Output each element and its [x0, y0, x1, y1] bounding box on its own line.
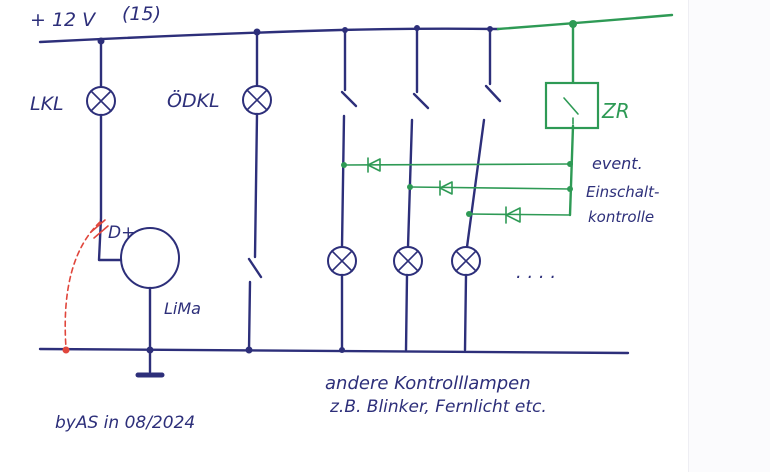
lamp-branch2	[393, 246, 423, 276]
label-signature: byAS in 08/2024	[55, 413, 195, 433]
node-branch1-ground	[339, 347, 345, 353]
label-event-1: event.	[592, 154, 643, 173]
lamp-odkl	[242, 85, 272, 115]
lamp-branch3	[451, 246, 481, 276]
diode-1	[367, 157, 381, 173]
label-terminal: (15)	[122, 3, 161, 25]
wire-branch2-mid	[406, 118, 414, 249]
red-hatch	[90, 219, 109, 239]
wire-branch3-mid	[465, 118, 486, 249]
ground-rail	[38, 347, 630, 355]
switch-branch1	[340, 90, 358, 108]
wire-odkl-bottom	[247, 280, 252, 352]
red-dashed-wire	[64, 221, 101, 349]
label-odkl: ÖDKL	[167, 89, 220, 112]
wire-branch3-bottom	[463, 273, 468, 352]
label-others-1: andere Kontrolllampen	[325, 373, 531, 394]
label-lkl: LKL	[30, 93, 64, 115]
lamp-lkl	[86, 86, 116, 116]
supply-rail-green	[496, 13, 674, 31]
node-feedback-2-right	[567, 186, 573, 192]
label-dplus: D+	[108, 223, 135, 243]
diode-2	[439, 180, 453, 196]
node-odkl-ground	[245, 346, 253, 354]
paper-edge	[688, 0, 770, 472]
label-lima: LiMa	[164, 299, 201, 318]
switch-branch2	[412, 92, 430, 110]
wire-lkl-down	[97, 113, 122, 262]
wire-odkl-mid	[253, 112, 259, 259]
feedback-line-1	[343, 163, 571, 166]
node-feedback-2	[407, 184, 413, 190]
diode-3	[505, 206, 521, 224]
feedback-line-2	[409, 186, 571, 190]
wire-relay-vertical	[568, 22, 575, 217]
wire-branch1-mid	[340, 114, 346, 249]
label-dots: . . . .	[516, 262, 556, 283]
relay-zr	[544, 81, 600, 130]
node-lima-ground	[146, 346, 154, 354]
switch-odkl	[247, 257, 263, 279]
label-event-2: Einschalt-	[586, 183, 659, 201]
wire-branch2-bottom	[404, 273, 409, 352]
red-node	[62, 346, 70, 354]
node-feedback-1-right	[567, 161, 573, 167]
switch-branch3	[484, 84, 502, 103]
lamp-branch1	[327, 246, 357, 276]
label-event-3: kontrolle	[588, 208, 654, 226]
node-feedback-3	[466, 211, 472, 217]
label-zr: ZR	[601, 99, 630, 123]
supply-rail	[38, 27, 500, 44]
label-supply: + 12 V	[30, 9, 97, 31]
node-feedback-1	[341, 162, 347, 168]
label-others-2: z.B. Blinker, Fernlicht etc.	[329, 397, 547, 417]
